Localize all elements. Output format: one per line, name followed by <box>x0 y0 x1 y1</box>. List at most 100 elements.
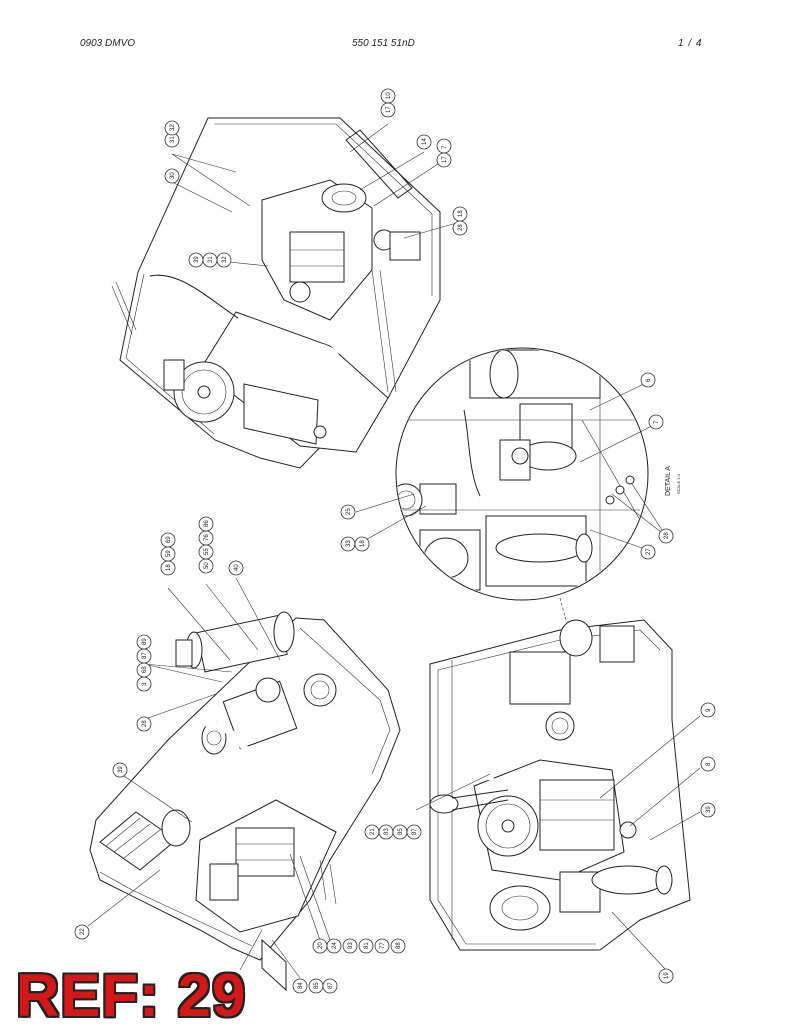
callout-label: 25 <box>346 508 352 515</box>
callout-bubble: 17 <box>436 152 452 168</box>
callout-bubble: 76 <box>198 530 214 546</box>
callout-label: 32 <box>170 124 176 131</box>
callout-bubble: 77 <box>374 938 390 954</box>
callout-label: 76 <box>204 534 210 541</box>
callout-bubble: 39 <box>188 252 204 268</box>
callout-bubble: 18 <box>160 560 176 576</box>
callout-label: 39 <box>706 806 712 813</box>
callout-bubble: 30 <box>164 168 180 184</box>
callout-bubble: 83 <box>378 824 394 840</box>
callout-bubble: 83 <box>342 938 358 954</box>
callout-bubble: 24 <box>326 938 342 954</box>
callout-label: 28 <box>142 720 148 727</box>
callout-bubble: 85 <box>308 978 324 994</box>
callout-label: 33 <box>346 540 352 547</box>
callout-bubble: 39 <box>112 762 128 778</box>
part-number: 550 151 51nD <box>352 38 415 49</box>
callout-bubble: 87 <box>406 824 422 840</box>
callout-label: 14 <box>422 138 428 145</box>
callout-label: 7 <box>654 420 660 424</box>
right-view-callouts: 9 8 39 21 83 85 87 19 <box>364 702 716 984</box>
callout-bubble: 31 <box>164 132 180 148</box>
callout-label: 87 <box>142 652 148 659</box>
callout-label: 21 <box>370 828 376 835</box>
callout-label: 28 <box>664 532 670 539</box>
callout-label: 22 <box>80 928 86 935</box>
detail-a-view: DETAIL A SCALE 1:4 <box>395 347 681 621</box>
callout-label: 32 <box>222 256 228 263</box>
callout-label: 31 <box>170 136 176 143</box>
callout-label: 85 <box>314 982 320 989</box>
callout-bubble: 50 <box>198 558 214 574</box>
callout-label: 30 <box>170 172 176 179</box>
callout-bubble: 88 <box>390 938 406 954</box>
callout-bubble: 39 <box>700 802 716 818</box>
callout-label: 81 <box>364 942 370 949</box>
callout-bubble: 7 <box>648 414 664 430</box>
top-view-leaders <box>171 123 461 267</box>
callout-bubble: 40 <box>228 560 244 576</box>
page-number: 1 / 4 <box>678 38 703 49</box>
top-view-callouts: 10 17 14 7 17 18 28 31 32 30 39 31 32 <box>164 88 468 268</box>
callout-label: 68 <box>142 666 148 673</box>
callout-bubble: 81 <box>358 938 374 954</box>
detail-view-leaders <box>355 381 667 551</box>
top-isometric-view <box>111 117 441 469</box>
callout-bubble: 18 <box>452 206 468 222</box>
detail-view-callouts: 6 7 28 27 25 33 18 <box>340 372 674 560</box>
callout-label: 18 <box>166 564 172 571</box>
callout-bubble: 85 <box>392 824 408 840</box>
callout-bubble: 33 <box>340 536 356 552</box>
callout-label: 18 <box>458 210 464 217</box>
callout-label: 17 <box>386 106 392 113</box>
right-view-leaders <box>415 715 701 971</box>
left-view-leaders <box>87 577 331 979</box>
callout-bubble: 21 <box>364 824 380 840</box>
callout-bubble: 25 <box>340 504 356 520</box>
callout-label: 39 <box>194 256 200 263</box>
callout-label: 83 <box>348 942 354 949</box>
callout-bubble: 84 <box>292 978 308 994</box>
detail-label: DETAIL A <box>665 466 672 496</box>
callout-label: 10 <box>386 92 392 99</box>
callout-bubble: 6 <box>640 372 656 388</box>
callout-label: 9 <box>706 708 712 712</box>
callout-bubble: 20 <box>312 938 328 954</box>
callout-label: 39 <box>118 766 124 773</box>
callout-label: 8 <box>706 762 712 766</box>
callout-bubble: 69 <box>160 532 176 548</box>
callout-label: 85 <box>398 828 404 835</box>
callout-bubble: 7 <box>436 138 452 154</box>
callout-bubble: 32 <box>164 120 180 136</box>
left-view-callouts: 18 59 69 86 50 55 76 40 3 68 87 89 28 39… <box>74 516 406 994</box>
callout-label: 87 <box>328 982 334 989</box>
callout-bubble: 89 <box>136 634 152 650</box>
callout-bubble: 17 <box>380 102 396 118</box>
callout-bubble: 28 <box>136 716 152 732</box>
document-code: 0903 DMVO <box>80 38 136 49</box>
callout-label: 40 <box>234 564 240 571</box>
callout-bubble: 28 <box>658 528 674 544</box>
callout-bubble: 86 <box>198 516 214 532</box>
callout-bubble: 22 <box>74 924 90 940</box>
callout-bubble: 9 <box>700 702 716 718</box>
callout-bubble: 31 <box>202 252 218 268</box>
callout-bubble: 10 <box>380 88 396 104</box>
detail-scale: SCALE 1:4 <box>676 473 681 494</box>
callout-bubble: 87 <box>136 648 152 664</box>
reference-stamp: REF: 29 <box>16 962 247 1029</box>
callout-bubble: 68 <box>136 662 152 678</box>
right-isometric-view <box>429 619 691 951</box>
callout-bubble: 59 <box>160 546 176 562</box>
callout-label: 87 <box>412 828 418 835</box>
callout-label: 7 <box>442 145 448 149</box>
callout-label: 6 <box>646 378 652 382</box>
callout-label: 31 <box>208 256 214 263</box>
callout-bubble: 32 <box>216 252 232 268</box>
callout-label: 83 <box>384 828 390 835</box>
callout-label: 89 <box>142 638 148 645</box>
left-isometric-view <box>89 611 401 992</box>
callout-label: 77 <box>380 942 386 949</box>
callout-label: 69 <box>166 536 172 543</box>
